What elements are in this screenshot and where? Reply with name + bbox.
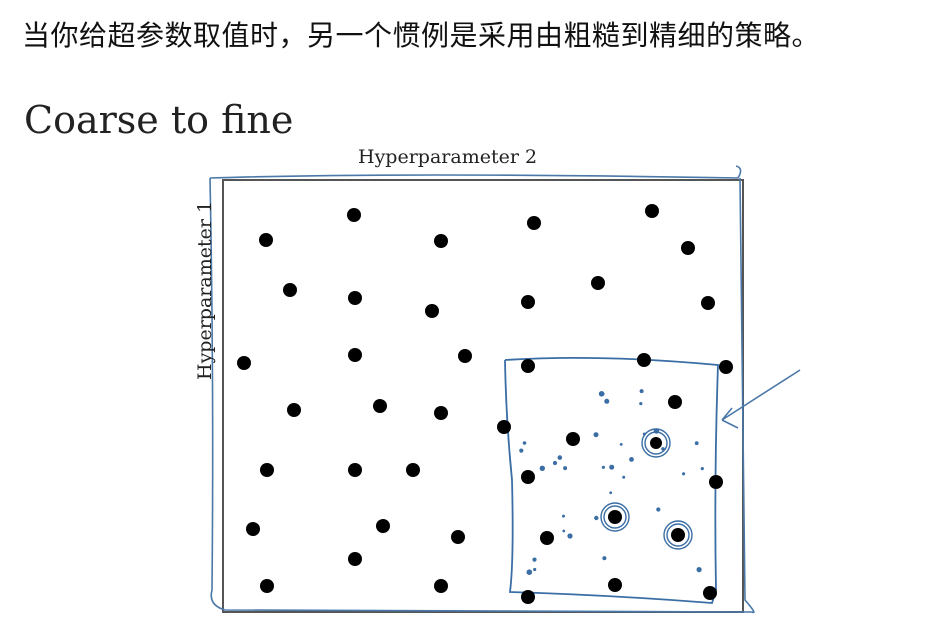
sample-point	[348, 463, 362, 477]
hand-drawn-outer-box	[209, 165, 755, 614]
sample-point	[347, 208, 361, 222]
sample-point	[521, 295, 535, 309]
sample-point	[458, 349, 472, 363]
sample-point	[709, 475, 723, 489]
sample-point	[521, 590, 535, 604]
fine-sample-point	[567, 533, 573, 539]
x-axis-label: Hyperparameter 2	[358, 146, 538, 168]
fine-sample-point	[598, 391, 605, 397]
sample-point	[701, 296, 715, 310]
highlight-ring	[663, 520, 693, 550]
highlight-ring	[600, 502, 630, 532]
fine-sample-point	[522, 441, 527, 445]
sample-point	[260, 579, 274, 593]
sample-point	[348, 291, 362, 305]
sample-point	[237, 356, 251, 370]
highlight-ring	[603, 505, 627, 529]
sample-point	[283, 283, 297, 297]
coarse-sample-points	[237, 204, 733, 604]
fine-sample-point	[526, 569, 533, 575]
sample-point	[259, 233, 273, 247]
highlight-ring	[644, 431, 668, 455]
fine-sample-point	[562, 529, 566, 533]
sample-point	[434, 579, 448, 593]
fine-sample-point	[562, 514, 565, 518]
sample-point	[521, 359, 535, 373]
sample-point	[497, 420, 511, 434]
sample-point	[287, 403, 301, 417]
slide-title: Coarse to fine	[24, 98, 294, 142]
sample-point	[637, 353, 651, 367]
fine-sample-point	[700, 467, 704, 471]
caption-text: 当你给超参数取值时，另一个惯例是采用由粗糙到精细的策略。	[22, 19, 821, 52]
fine-sample-point	[604, 398, 610, 404]
sample-point	[260, 463, 274, 477]
sample-point	[719, 360, 733, 374]
sample-point	[703, 586, 717, 600]
fine-sample-point	[594, 515, 599, 521]
fine-sample-point	[696, 567, 702, 573]
fine-sample-point	[519, 448, 524, 453]
fine-sample-point	[609, 491, 613, 495]
sample-point	[608, 578, 622, 592]
sample-point	[246, 522, 260, 536]
sample-point	[406, 463, 420, 477]
arrow-icon	[721, 369, 801, 429]
sample-point	[348, 348, 362, 362]
sample-point	[645, 204, 659, 218]
sample-point	[376, 519, 390, 533]
sample-point	[527, 216, 541, 230]
fine-sample-point	[656, 507, 661, 512]
fine-sample-point	[622, 475, 626, 479]
zoom-region-box	[504, 356, 719, 604]
fine-sample-point	[563, 466, 568, 471]
highlight-rings	[600, 428, 693, 550]
sample-point	[425, 304, 439, 318]
sample-point	[591, 276, 605, 290]
sample-point	[540, 531, 554, 545]
plot-frame	[222, 179, 744, 613]
fine-sample-point	[552, 460, 558, 466]
sample-point	[373, 399, 387, 413]
fine-sample-point	[619, 443, 623, 446]
fine-sample-point	[629, 457, 634, 462]
y-axis-label: Hyperparameter 1	[194, 200, 216, 380]
fine-sample-point	[639, 402, 643, 406]
slide: Coarse to fine Hyperparameter 2	[0, 90, 932, 638]
sample-point	[348, 552, 362, 566]
sample-point	[434, 234, 448, 248]
fine-sample-point	[601, 465, 606, 469]
sample-point	[521, 470, 535, 484]
sample-point	[451, 530, 465, 544]
fine-sample-point	[557, 455, 563, 460]
fine-sample-point	[602, 556, 607, 561]
fine-sample-point	[532, 557, 537, 562]
fine-sample-point	[682, 472, 686, 476]
fine-sample-point	[639, 389, 644, 394]
fine-sample-point	[694, 441, 699, 446]
fine-sample-point	[593, 432, 599, 438]
sample-point	[681, 241, 695, 255]
highlight-ring	[641, 428, 671, 458]
fine-sample-point	[533, 567, 537, 572]
fine-sample-point	[609, 464, 615, 470]
sample-point	[566, 432, 580, 446]
fine-sample-point	[539, 465, 545, 471]
highlight-ring	[666, 523, 690, 547]
sample-point	[434, 406, 448, 420]
sample-point	[668, 395, 682, 409]
